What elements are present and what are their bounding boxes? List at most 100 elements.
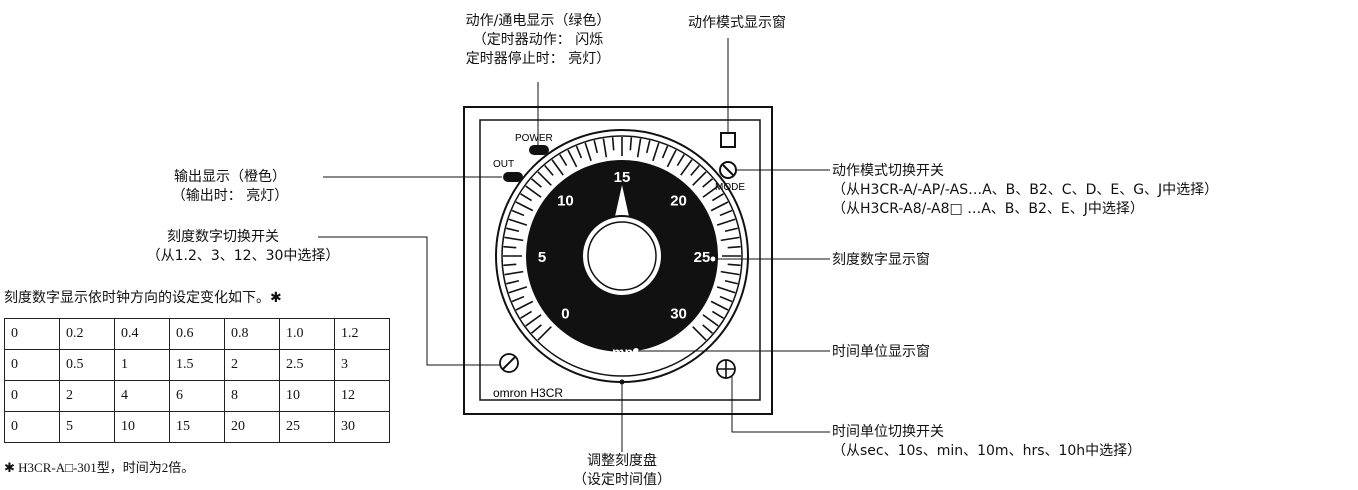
scale-table-cell: 10	[279, 380, 335, 412]
power-label: POWER	[515, 133, 553, 144]
dial-tick	[661, 145, 669, 159]
dial-tick	[506, 279, 520, 285]
scale-table-cell: 12	[334, 380, 390, 412]
dial-tick	[629, 137, 633, 151]
dial-tick	[720, 236, 740, 242]
dial-tick	[727, 263, 741, 267]
power-indicator-line-3: 定时器停止时： 亮灯）	[465, 51, 611, 67]
dial-tick	[719, 295, 733, 303]
dial-tick-marks	[503, 137, 741, 341]
scale-table-cell: 25	[279, 411, 335, 443]
scale-table-footnote: ✱ H3CR-A□-301型，时间为2倍。	[4, 460, 195, 475]
scale-switch-line-2: （从1.2、3、12、30中选择）	[146, 248, 340, 264]
dial-tick	[575, 145, 583, 159]
dial-tick	[719, 209, 733, 217]
power-indicator-callout: 动作/通电显示（绿色） （定时器动作： 闪烁 定时器停止时： 亮灯）	[418, 12, 658, 69]
scale-table-cell: 1	[114, 349, 170, 381]
scale-table-cell: 20	[224, 411, 280, 443]
dial-tick	[611, 137, 615, 151]
scale-table-cell: 2	[59, 380, 115, 412]
dial-tick	[525, 185, 542, 198]
scale-table-cell: 2	[224, 349, 280, 381]
time-unit-switch-callout: 时间单位切换开关 （从sec、10s、min、10m、hrs、10h中选择）	[832, 423, 1141, 461]
leader-scale-switch	[318, 236, 500, 366]
scale-table-cell: 5	[59, 411, 115, 443]
scale-table-cell: 0.2	[59, 318, 115, 350]
dial-tick	[676, 154, 685, 167]
dial-tick	[511, 209, 525, 217]
output-indicator-line-1: 输出显示（橙色）	[174, 169, 286, 185]
dial-tick	[602, 138, 608, 158]
power-led	[529, 145, 549, 155]
out-label: OUT	[493, 159, 514, 170]
scale-table-cell: 1.5	[169, 349, 225, 381]
dial-tick	[724, 227, 738, 233]
dial-number: 25	[694, 249, 711, 266]
dial-tick	[680, 159, 693, 176]
dial-tick	[504, 270, 524, 276]
mode-switch-slot	[722, 164, 734, 176]
power-indicator-line-1: 动作/通电显示（绿色）	[465, 13, 611, 29]
dial-tick	[710, 201, 729, 212]
scale-table-cell: 0.6	[169, 318, 225, 350]
dial-tick	[702, 314, 719, 327]
dial-tick	[503, 245, 517, 249]
dial-tick	[716, 218, 736, 226]
dial-callout: 调整刻度盘 （设定时间值）	[552, 452, 692, 490]
dial-number: 30	[670, 306, 687, 323]
dial-tick	[515, 300, 534, 311]
dial-tick	[537, 171, 552, 186]
output-indicator-callout: 输出显示（橙色） （输出时： 亮灯）	[140, 168, 320, 206]
scale-table-cell: 30	[334, 411, 390, 443]
scale-table-caption: 刻度数字显示依时钟方向的设定变化如下。✱	[4, 291, 282, 306]
dial-tick	[525, 314, 542, 327]
dial-tick	[711, 193, 724, 202]
scale-table-cell: 0	[4, 318, 60, 350]
dial-tick	[520, 310, 533, 319]
dial-tick	[559, 154, 568, 167]
mode-switch-callout: 动作模式切换开关 （从H3CR-A/-AP/-AS…A、B、B2、C、D、E、G…	[832, 162, 1218, 219]
mode-switch-line-1: 动作模式切换开关	[832, 163, 944, 179]
dial-tick	[716, 286, 736, 294]
dial-tick	[508, 286, 528, 294]
dial-tick	[593, 140, 599, 154]
dial-number: 0	[561, 306, 569, 323]
scale-switch-line-1: 刻度数字切换开关	[167, 229, 279, 245]
scale-table-cell: 0.5	[59, 349, 115, 381]
dial-knob-inner	[587, 221, 657, 291]
leader-lines	[318, 38, 830, 452]
dial-tick	[537, 326, 552, 341]
dial-tick	[724, 279, 738, 285]
power-indicator-line-2: （定时器动作： 闪烁	[472, 32, 604, 48]
scale-table-cell: 0	[4, 349, 60, 381]
output-indicator-line-2: （输出时： 亮灯）	[171, 188, 289, 204]
dial-tick	[652, 142, 660, 162]
time-unit-switch-line-2: （从sec、10s、min、10m、hrs、10h中选择）	[832, 443, 1142, 459]
dial-line-1: 调整刻度盘	[587, 453, 657, 469]
scale-switch-callout: 刻度数字切换开关 （从1.2、3、12、30中选择）	[118, 228, 368, 266]
scale-table-cell: 8	[224, 380, 280, 412]
dial-number: 5	[538, 249, 546, 266]
scale-table-cell: 1.2	[334, 318, 390, 350]
dial-tick	[645, 140, 651, 154]
time-unit-window-callout: 时间单位显示窗	[832, 344, 930, 360]
dial-tick	[567, 149, 578, 168]
scale-switch-slot	[502, 356, 516, 370]
scale-table-cell: 0.8	[224, 318, 280, 350]
dial-tick	[702, 178, 714, 188]
dial-number: 10	[557, 192, 574, 209]
dial-tick	[702, 185, 719, 198]
dial-pointer	[614, 185, 630, 221]
unit-label: mp	[612, 344, 633, 360]
dial-tick	[666, 149, 677, 168]
scale-table-cell: 0.4	[114, 318, 170, 350]
scale-window-callout: 刻度数字显示窗	[832, 252, 930, 268]
dial-tick	[544, 164, 554, 176]
scale-table-cell: 3	[334, 349, 390, 381]
dial-tick	[508, 218, 528, 226]
dial-tick	[530, 178, 542, 188]
